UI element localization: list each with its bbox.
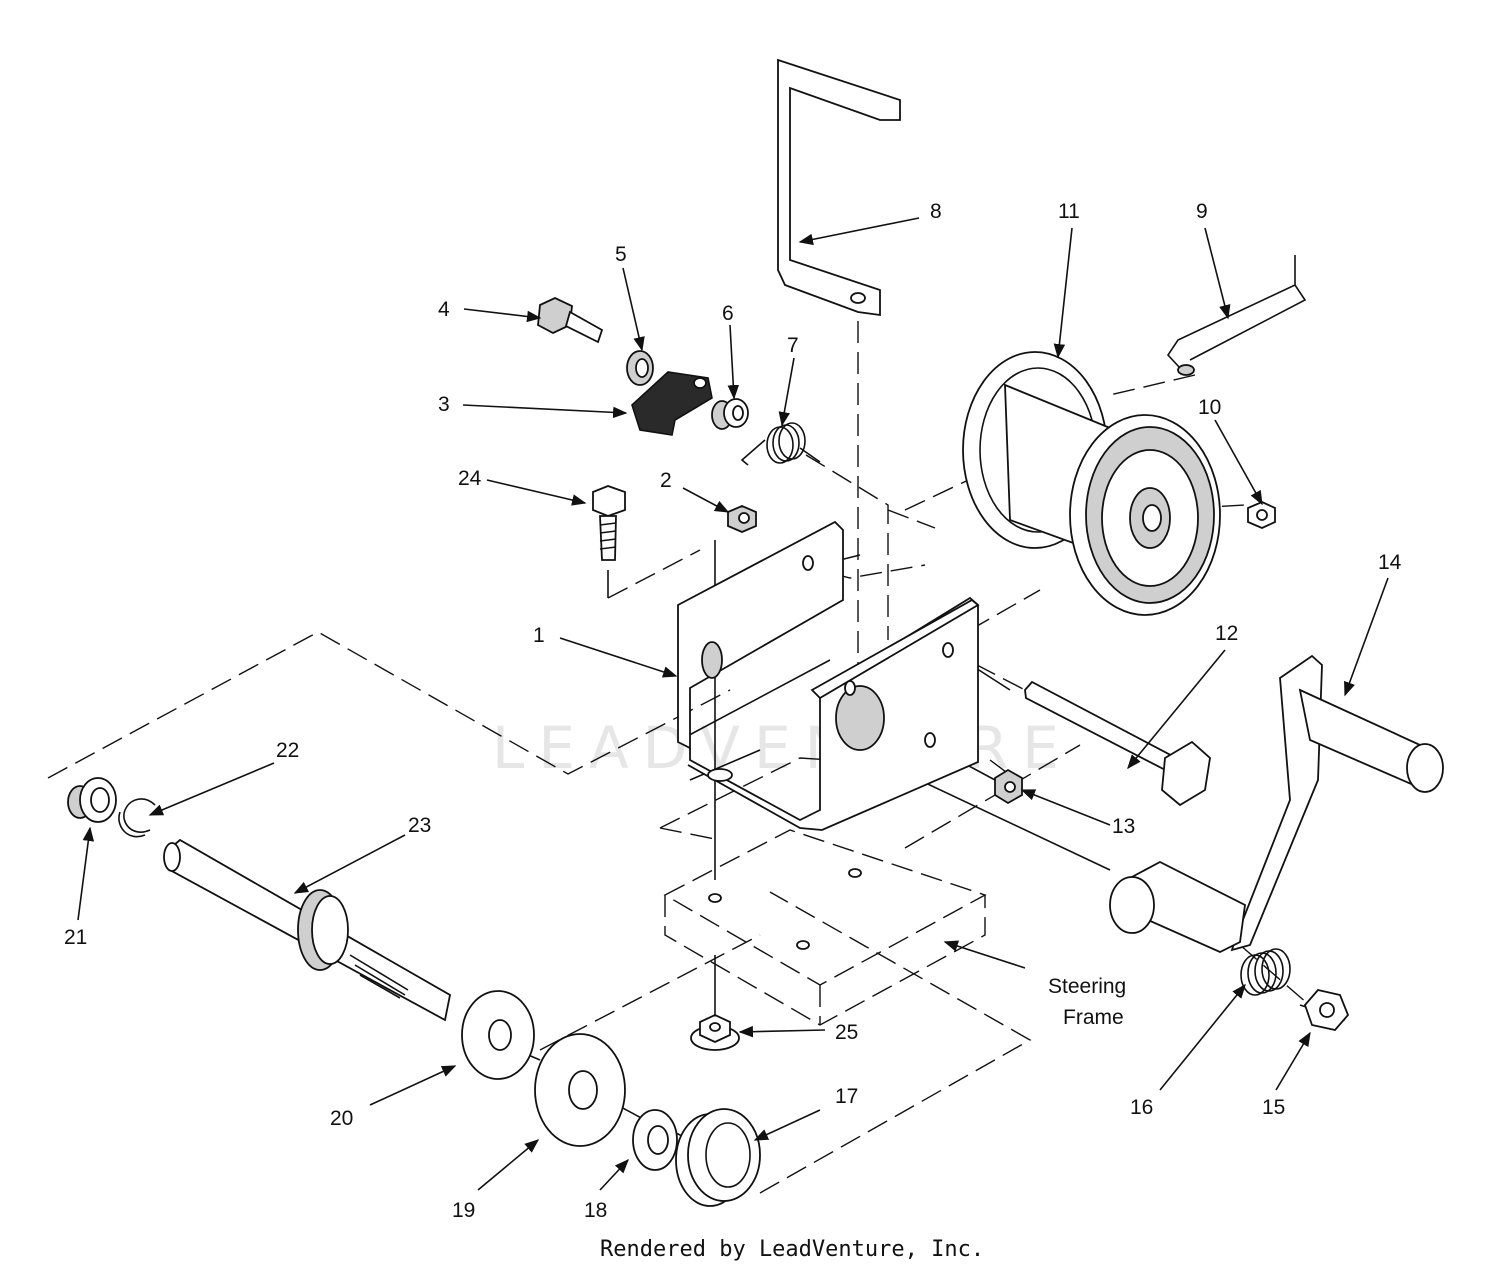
part-23-shaft — [163, 838, 452, 1022]
part-21-bushing — [67, 777, 117, 823]
part-22-retaining-ring — [118, 798, 156, 838]
label-8: 8 — [930, 200, 942, 223]
label-11: 11 — [1058, 200, 1080, 223]
label-19: 19 — [452, 1199, 475, 1222]
part-20-washer — [461, 990, 535, 1080]
label-17: 17 — [835, 1085, 858, 1108]
part-25-flange-nut — [690, 1014, 740, 1051]
part-16-spring — [1240, 948, 1291, 996]
label-18: 18 — [584, 1199, 607, 1222]
part-24-bolt — [592, 485, 626, 561]
label-10: 10 — [1198, 396, 1221, 419]
label-13: 13 — [1112, 815, 1135, 838]
credit-text: Rendered by LeadVenture, Inc. — [600, 1237, 984, 1262]
part-9-cable — [1166, 255, 1307, 376]
label-21: 21 — [64, 926, 87, 949]
label-5: 5 — [615, 243, 627, 266]
label-4: 4 — [438, 298, 450, 321]
label-24: 24 — [458, 467, 482, 490]
frame-hole-1 — [708, 893, 722, 903]
part-labels: 1 2 3 4 5 6 7 8 9 10 11 12 13 14 15 16 1… — [64, 200, 1402, 1222]
label-14: 14 — [1378, 551, 1402, 574]
label-25: 25 — [835, 1021, 858, 1044]
part-7-spring — [740, 422, 821, 466]
label-22: 22 — [276, 739, 299, 762]
part-5-washer — [626, 350, 654, 386]
watermark-text: LEADVENTURE — [492, 714, 1073, 782]
label-12: 12 — [1215, 622, 1238, 645]
frame-hole-3 — [796, 940, 810, 950]
label-15: 15 — [1262, 1096, 1285, 1119]
part-19-sprocket — [534, 1033, 626, 1147]
label-7: 7 — [787, 334, 799, 357]
part-11-winch-drum — [962, 351, 1221, 616]
part-4-bolt — [537, 297, 604, 344]
part-6-bushing — [711, 398, 749, 430]
label-23: 23 — [408, 814, 431, 837]
part-1-main-bracket — [677, 520, 980, 831]
part-17-bearing — [675, 1108, 761, 1207]
label-1: 1 — [533, 624, 545, 647]
callout-arrows — [77, 217, 1389, 1191]
steering-frame-label-line2: Frame — [1063, 1006, 1124, 1029]
part-2-nut — [727, 505, 757, 533]
part-18-washer — [632, 1109, 678, 1171]
steering-frame-label-line1: Steering — [1048, 975, 1126, 998]
label-20: 20 — [330, 1107, 353, 1130]
label-16: 16 — [1130, 1096, 1153, 1119]
part-3-pawl — [631, 371, 713, 436]
frame-hole-2 — [848, 868, 862, 878]
part-8-bracket — [777, 58, 901, 317]
label-9: 9 — [1196, 200, 1208, 223]
label-3: 3 — [438, 393, 450, 416]
label-2: 2 — [660, 469, 672, 492]
part-10-nut — [1247, 501, 1276, 529]
part-15-lock-nut — [1303, 989, 1350, 1031]
label-6: 6 — [722, 302, 734, 325]
part-14-crank-handle — [1109, 654, 1444, 953]
part-13-nut — [994, 768, 1023, 805]
